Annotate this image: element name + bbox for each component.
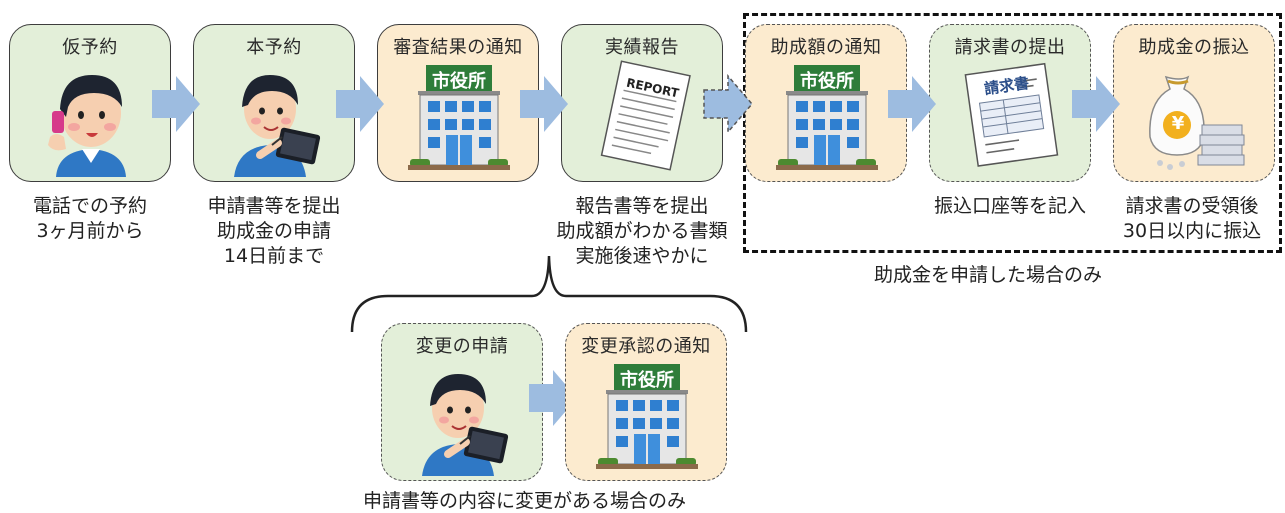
flow-arrow-icon — [518, 74, 570, 134]
caption-line: 振込口座等を記入 — [933, 195, 1086, 217]
flow-arrow-icon — [334, 74, 386, 134]
tablet-man-icon — [220, 59, 330, 177]
step-title: 審査結果の通知 — [393, 37, 523, 58]
step-card-payment: 助成金の振込 ¥ — [1113, 24, 1275, 182]
flow-arrow-icon — [702, 74, 754, 134]
step-title: 請求書の提出 — [954, 37, 1066, 58]
flow-arrow-icon — [150, 74, 202, 134]
change-branch-brace — [350, 255, 748, 333]
caption-line: 実施後速やかに — [575, 245, 709, 267]
flow-arrow-icon — [886, 74, 938, 134]
change-only-note: 申請書等の内容に変更がある場合のみ — [363, 490, 687, 512]
caption-line: 3ヶ月前から — [36, 220, 144, 242]
step-card-invoice: 請求書の提出 請求書 — [929, 24, 1091, 182]
caption-line: 助成金の申請 — [216, 220, 331, 242]
caption-line: 請求書の受領後 — [1125, 195, 1259, 217]
step-caption-reservation: 申請書等を提出 助成金の申請 14日前まで — [183, 194, 365, 269]
step-card-report: 実績報告 REPORT — [561, 24, 723, 182]
caption-line: 電話での予約 — [32, 195, 147, 217]
step-caption-payment: 請求書の受領後 30日以内に振込 — [1103, 194, 1281, 244]
step-title: 仮予約 — [62, 37, 118, 58]
money-bag-icon — [1140, 59, 1250, 177]
step-title: 実績報告 — [605, 37, 679, 58]
city-hall-sign: 市役所 — [432, 71, 486, 92]
step-card-review-notice: 審査結果の通知 市役所 — [377, 24, 539, 182]
tablet-man-icon — [408, 358, 518, 476]
flow-arrow-icon — [1070, 74, 1122, 134]
step-title: 助成金の振込 — [1138, 37, 1250, 58]
yen-mark: ¥ — [1171, 113, 1185, 134]
step-card-reservation: 本予約 — [193, 24, 355, 182]
step-card-change-request: 変更の申請 — [381, 323, 543, 481]
step-card-grant-notice: 助成額の通知 市役所 — [745, 24, 907, 182]
grant-only-note: 助成金を申請した場合のみ — [874, 264, 1103, 286]
step-caption-provisional: 電話での予約 3ヶ月前から — [9, 194, 171, 244]
grant-only-frame — [743, 13, 1282, 253]
step-card-provisional: 仮予約 — [9, 24, 171, 182]
step-title: 変更承認の通知 — [581, 336, 711, 357]
step-title: 変更の申請 — [415, 336, 509, 357]
step-card-change-approval: 変更承認の通知 市役所 — [565, 323, 727, 481]
caption-line: 14日前まで — [223, 245, 325, 267]
caption-line: 助成額がわかる書類 — [556, 220, 728, 242]
caption-line: 申請書等を提出 — [207, 195, 341, 217]
step-title: 助成額の通知 — [770, 37, 882, 58]
report-document-icon — [588, 59, 698, 177]
phone-man-icon — [36, 59, 146, 177]
city-hall-sign: 市役所 — [620, 370, 674, 391]
caption-line: 30日以内に振込 — [1122, 220, 1262, 242]
city-hall-sign: 市役所 — [800, 71, 854, 92]
caption-line: 報告書等を提出 — [575, 195, 709, 217]
step-caption-report: 報告書等を提出 助成額がわかる書類 実施後速やかに — [546, 194, 738, 269]
step-caption-invoice: 振込口座等を記入 — [919, 194, 1101, 219]
step-title: 本予約 — [246, 37, 302, 58]
